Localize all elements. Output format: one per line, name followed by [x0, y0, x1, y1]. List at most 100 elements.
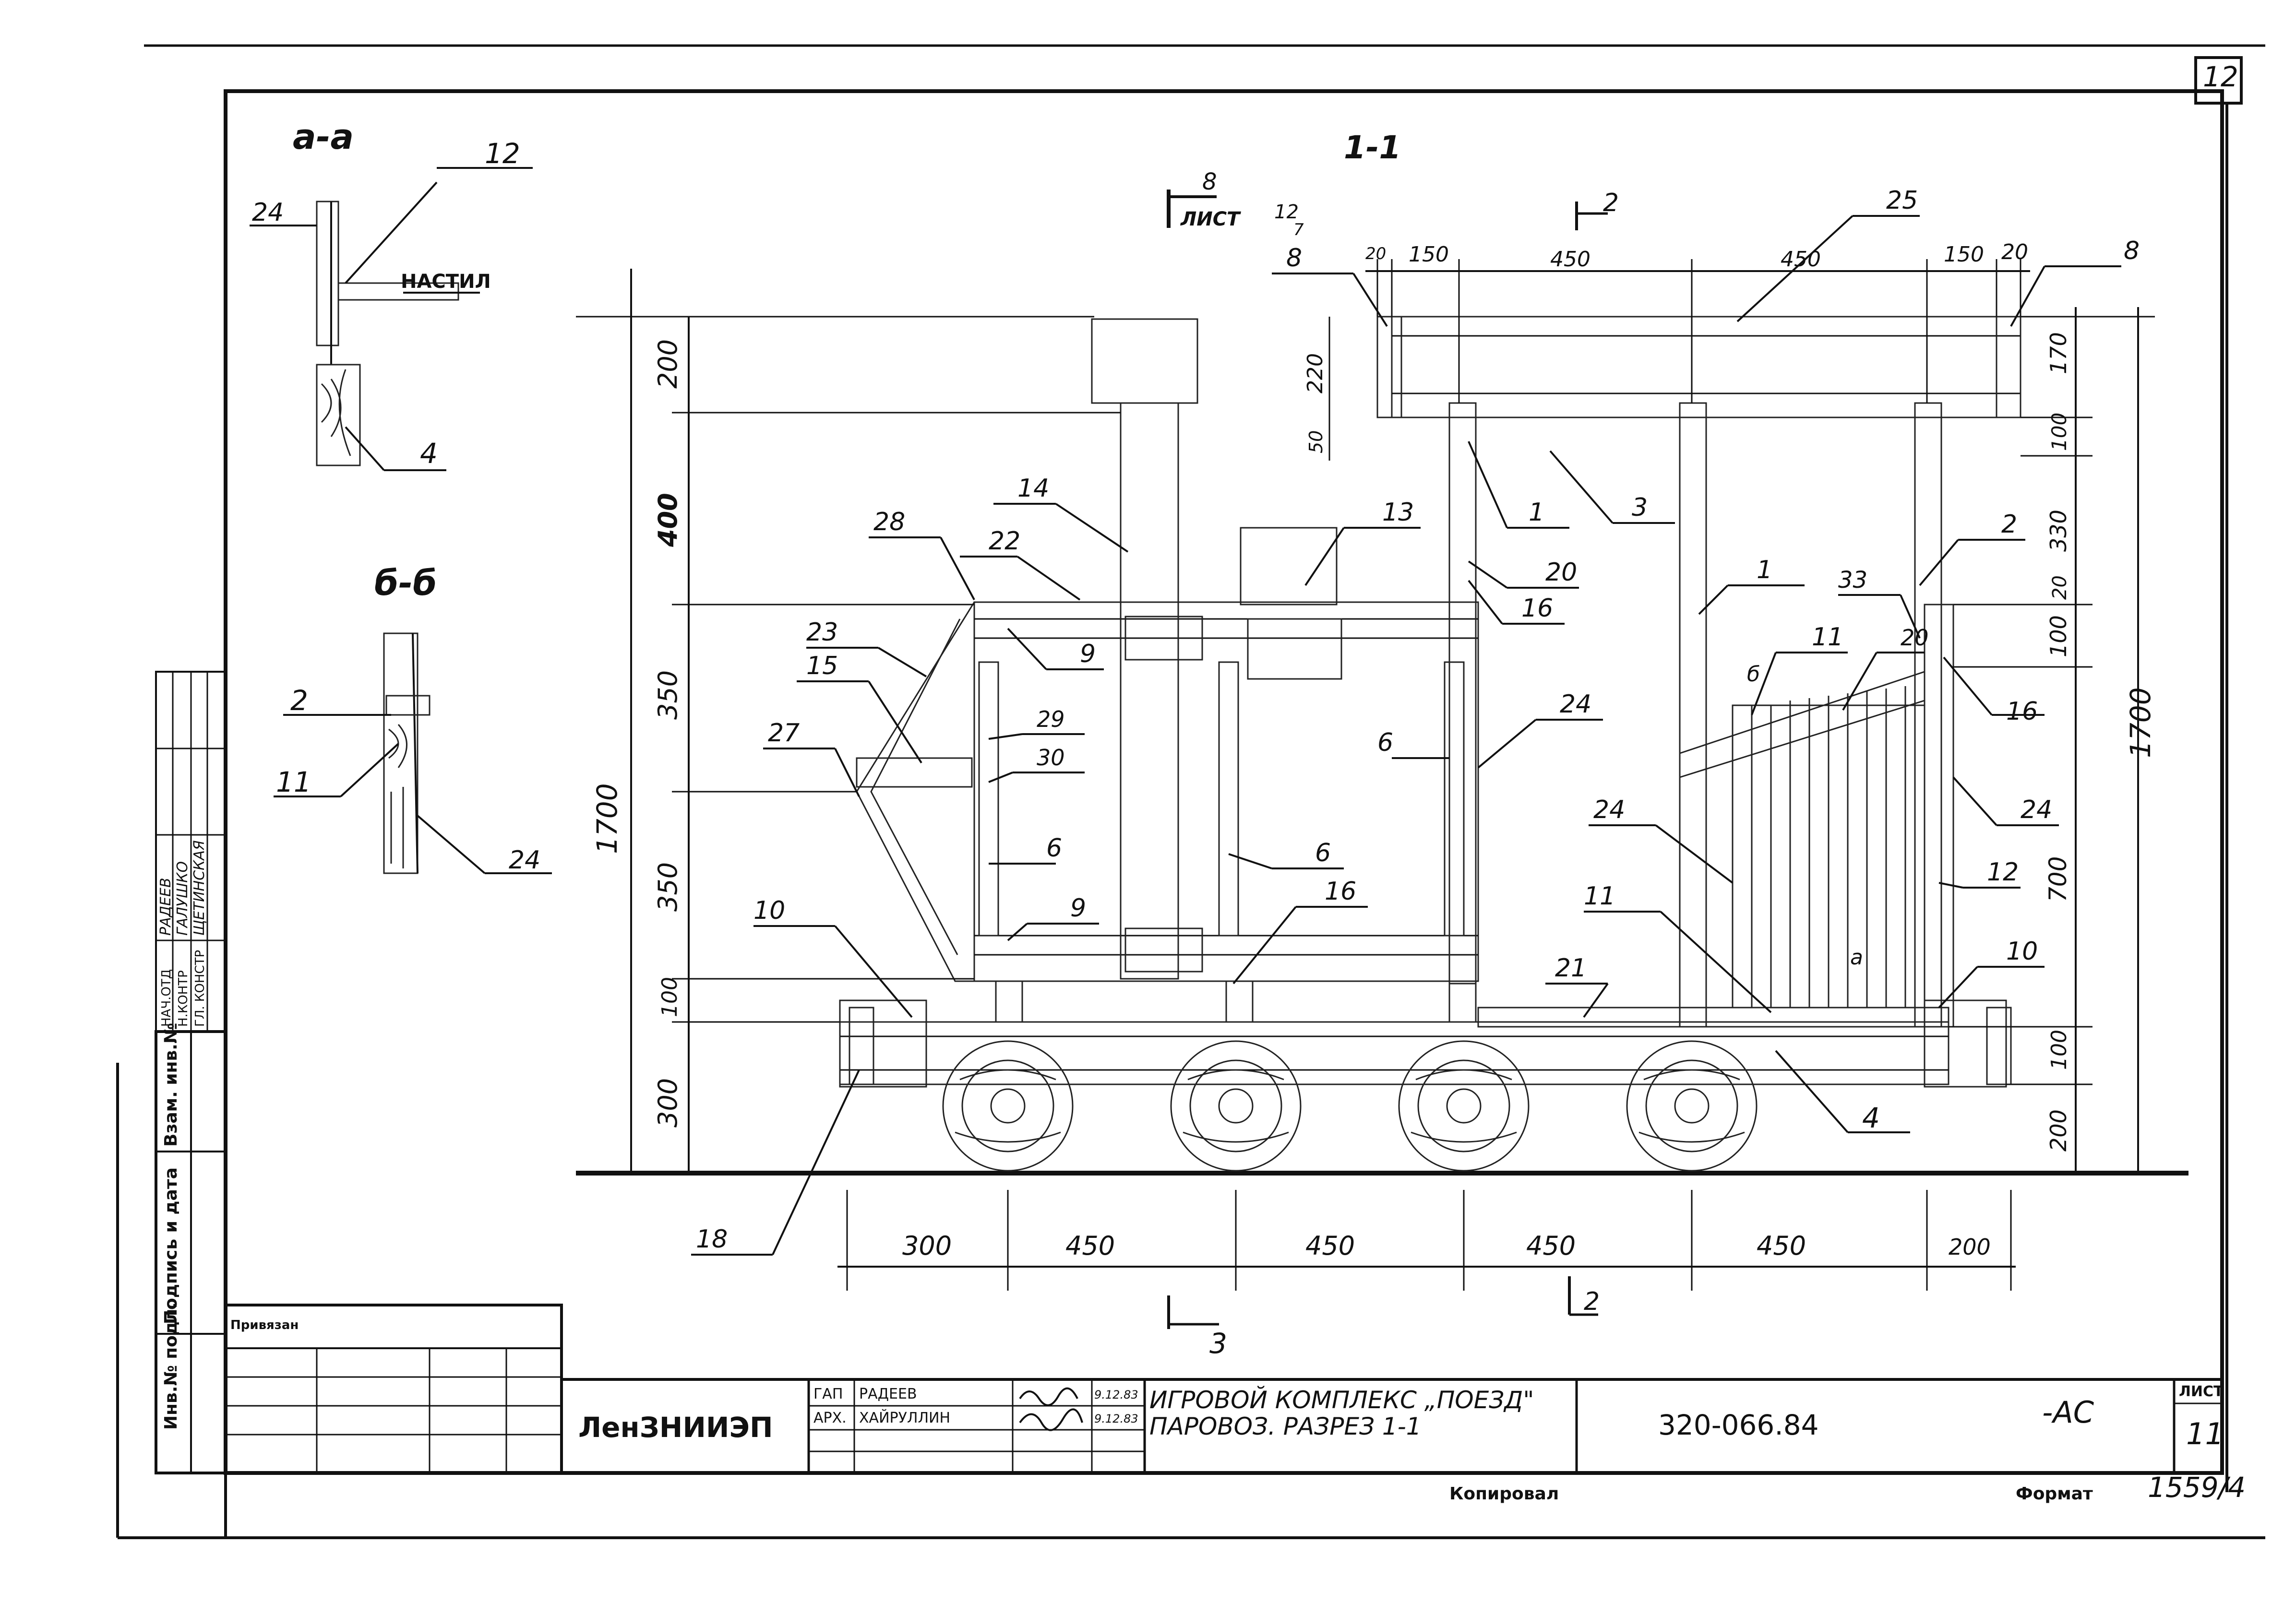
callout-6c: 6	[1377, 728, 1393, 757]
buffer-right	[1924, 999, 2007, 1088]
cut-2-bottom: 2	[1584, 1287, 1600, 1316]
stamp-role-2: ГЛ. КОНСТР	[193, 950, 207, 1027]
steam-dome	[1240, 527, 1338, 606]
dim-right-100a: 100	[2047, 413, 2071, 451]
smokebox-front	[856, 602, 975, 982]
sheet-frame	[116, 44, 2265, 1539]
copied-label: Копировал	[1449, 1484, 1559, 1504]
signature-radeev	[1019, 1387, 1078, 1406]
ref-sheet-label: ЛИСТ	[1180, 208, 1241, 230]
callout-16c: 16	[2006, 697, 2038, 726]
dim-right-20: 20	[2049, 575, 2071, 600]
ref-sheet-12: 12	[1274, 201, 1299, 223]
row1-role: АРХ.	[813, 1410, 847, 1426]
aa-label-nastil: НАСТИЛ	[401, 271, 491, 293]
callout-6a: 6	[1046, 834, 1062, 863]
callout-16a: 16	[1521, 594, 1553, 623]
callout-27: 27	[768, 719, 800, 748]
cut-2-top: 2	[1603, 189, 1619, 217]
callout-2: 2	[2001, 510, 2017, 539]
dim-top-20b: 20	[2001, 240, 2028, 264]
callout-8a: 8	[1286, 244, 1302, 273]
section-bb: б-б 2 11 24	[274, 563, 552, 875]
dim-cab-50: 50	[1305, 430, 1327, 453]
stamp-role-0: НАЧ.ОТД	[159, 969, 174, 1027]
dim-top-450a: 450	[1550, 247, 1590, 272]
callout-13: 13	[1382, 498, 1414, 527]
chimney-stack	[1120, 402, 1179, 980]
aa-label-24: 24	[252, 198, 284, 227]
dim-left-400: 400	[653, 493, 683, 547]
dim-left-350a: 350	[653, 670, 683, 720]
dim-right-100c: 100	[2047, 1030, 2071, 1070]
ref-sheet-7: 7	[1293, 220, 1304, 239]
dim-top-150b: 150	[1944, 242, 1984, 267]
row0-role: ГАП	[813, 1386, 843, 1402]
dim-right-330: 330	[2045, 510, 2071, 552]
callout-18: 18	[696, 1225, 728, 1254]
dim-bottom-200: 200	[1949, 1234, 1991, 1260]
callout-1a: 1	[1529, 498, 1544, 527]
dim-top-20a: 20	[1365, 244, 1386, 263]
cab-post-front	[1448, 402, 1477, 985]
row1-name: ХАЙРУЛЛИН	[859, 1409, 950, 1426]
sheet-number: 11	[2186, 1416, 2224, 1451]
dim-right-100b: 100	[2045, 615, 2071, 657]
dim-right-170: 170	[2045, 332, 2071, 374]
stamp-name-2: ЩЕТИНСКАЯ	[191, 840, 208, 936]
callout-4: 4	[1862, 1102, 1880, 1134]
row1-date: 9.12.83	[1094, 1412, 1138, 1425]
dim-bottom-450d: 450	[1757, 1231, 1806, 1261]
title-block: Привязан ЛенЗНИИЭП ГАП РАДЕЕВ 9.12.83 АР…	[224, 1304, 2224, 1474]
dim-left-300: 300	[653, 1078, 683, 1128]
stamp-name-0: РАДЕЕВ	[157, 878, 174, 936]
callout-3: 3	[1632, 493, 1648, 522]
dim-right-200: 200	[2045, 1109, 2071, 1152]
callout-33: 33	[1838, 567, 1867, 594]
callout-16b: 16	[1325, 877, 1356, 906]
callout-21: 21	[1555, 954, 1587, 983]
dim-bottom-450b: 450	[1305, 1231, 1355, 1261]
callout-10b: 10	[2006, 937, 2038, 966]
callout-11a: 11	[1812, 623, 1843, 652]
callout-22: 22	[989, 527, 1020, 556]
callout-8b: 8	[2124, 237, 2140, 265]
dimension-chain-top: 20 150 450 450 150 20	[1365, 240, 2030, 403]
dimension-chain-bottom: 300 450 450 450 450 200	[837, 1190, 2016, 1291]
wheel-2	[1170, 1040, 1302, 1172]
dim-left-total: 1700	[591, 783, 623, 854]
org-name: ЛенЗНИИЭП	[578, 1411, 773, 1444]
dim-cab-220: 220	[1303, 353, 1327, 393]
privyazan-label: Привязан	[230, 1318, 299, 1332]
buffer-left	[839, 999, 927, 1088]
wheel-1	[942, 1040, 1074, 1172]
seat-back	[1679, 670, 1925, 779]
corner-sheet-number: 12	[2203, 60, 2238, 93]
dim-left-100: 100	[658, 977, 682, 1017]
format-label: Формат	[2016, 1484, 2093, 1504]
callout-20a: 20	[1545, 558, 1577, 587]
callout-30: 30	[1037, 745, 1065, 771]
dim-right-700: 700	[2044, 856, 2072, 902]
bb-label-11: 11	[276, 766, 311, 798]
callout-24a: 24	[1560, 690, 1591, 719]
dim-bottom-450c: 450	[1526, 1231, 1576, 1261]
cut-b-right: б	[1747, 662, 1760, 687]
sheet-label: ЛИСТ	[2179, 1383, 2224, 1400]
callout-12: 12	[1987, 858, 2019, 887]
bb-label-24: 24	[509, 846, 540, 875]
callout-15: 15	[806, 652, 838, 680]
section-bb-title: б-б	[374, 563, 437, 603]
stamp-name-1: ГАЛУШКО	[174, 861, 191, 936]
callout-24c: 24	[2021, 796, 2052, 824]
dim-right-total: 1700	[2124, 687, 2157, 758]
signature-khairullin	[1019, 1408, 1083, 1431]
dim-top-150a: 150	[1409, 242, 1449, 267]
boiler-body	[973, 601, 1479, 982]
callout-11b: 11	[1584, 882, 1615, 911]
archive-number: 1559/4	[2148, 1471, 2246, 1504]
bb-label-2: 2	[290, 684, 308, 717]
callout-29: 29	[1037, 706, 1065, 732]
callout-10a: 10	[753, 896, 785, 925]
callout-24b: 24	[1593, 796, 1625, 824]
